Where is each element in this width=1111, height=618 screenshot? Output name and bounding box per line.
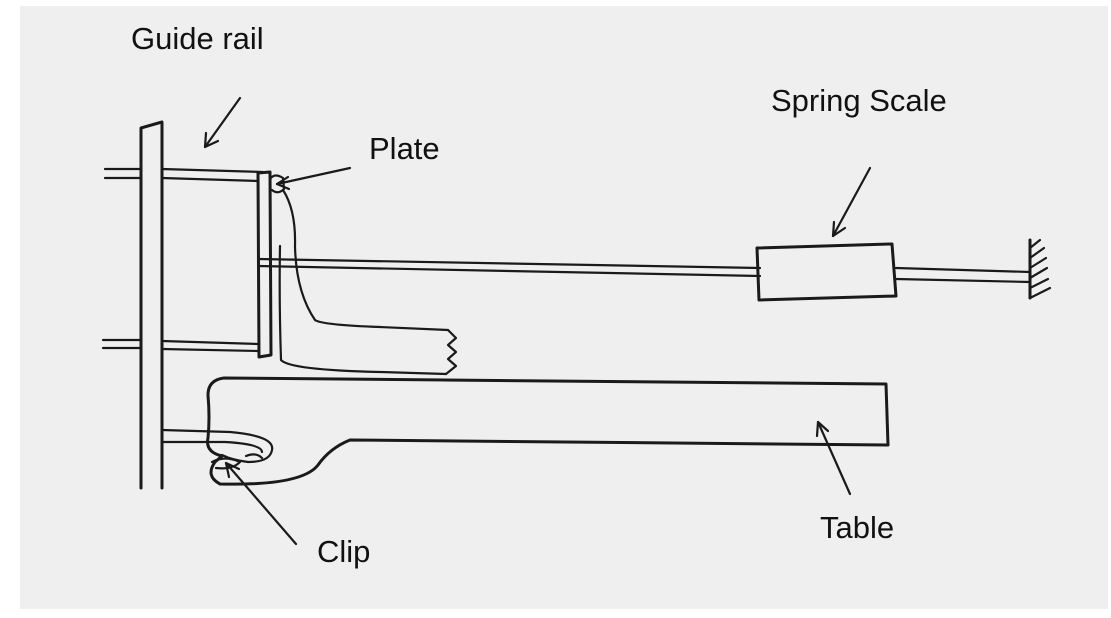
diagram-background <box>20 6 1108 609</box>
wall-anchor <box>1028 238 1052 300</box>
spring-scale-label: Spring Scale <box>771 83 947 118</box>
string-line <box>256 257 762 270</box>
plate-cloth <box>281 188 450 332</box>
pointer-arrows <box>203 96 872 546</box>
plate <box>256 170 273 359</box>
guide-rail-label: Guide rail <box>131 21 264 56</box>
clip-label: Clip <box>317 534 371 569</box>
guide-rail-rods <box>101 167 265 353</box>
table <box>206 376 890 486</box>
table-label: Table <box>820 510 895 545</box>
spring-scale-body <box>755 242 898 302</box>
plate-label: Plate <box>369 131 440 166</box>
guide-rail-bar <box>139 120 164 490</box>
